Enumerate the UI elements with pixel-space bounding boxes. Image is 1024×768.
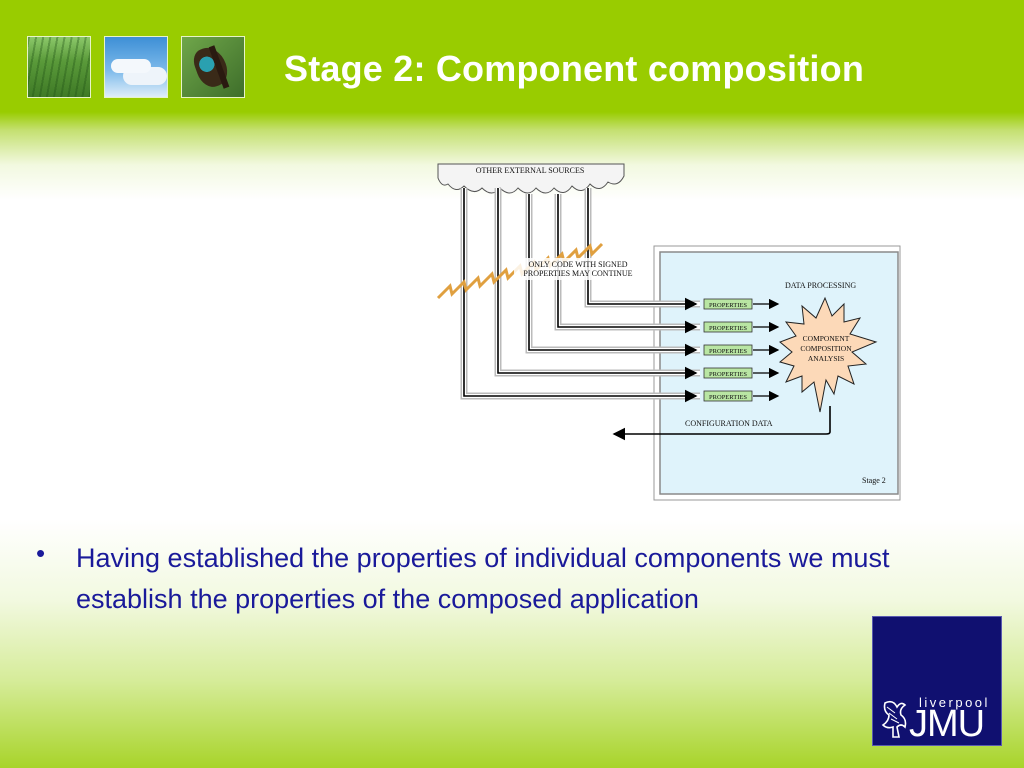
property-tag-5: [703, 390, 753, 402]
property-tag-1: [703, 298, 753, 310]
sky-photo-thumbnail: [104, 36, 168, 98]
cloud-label: OTHER EXTERNAL SOURCES: [476, 166, 585, 175]
configuration-output-arrow: [612, 406, 831, 441]
pipe-2: [557, 194, 698, 334]
bullet-dot-icon: •: [36, 538, 46, 568]
filter-label-box: [514, 258, 642, 280]
filter-label-line2: PROPERTIES MAY CONTINUE: [523, 269, 632, 278]
property-tag-5-label: PROPERTIES: [709, 394, 747, 401]
slide-title: Stage 2: Component composition: [284, 48, 865, 89]
logo-jmu-text: JMU: [909, 703, 985, 745]
property-tag-3: [703, 344, 753, 356]
analysis-line1: COMPONENT: [803, 334, 850, 343]
configuration-data-label: CONFIGURATION DATA: [685, 419, 773, 428]
liver-bird-icon: [881, 700, 907, 738]
composition-analysis-burst: [778, 296, 878, 413]
data-processing-label: DATA PROCESSING: [785, 281, 856, 290]
bullet-text: Having established the properties of ind…: [76, 543, 890, 614]
logo-liverpool-text: liverpool: [919, 695, 990, 710]
external-sources-cloud: [437, 163, 625, 194]
pipe-4: [497, 188, 698, 380]
property-tag-1-label: PROPERTIES: [709, 302, 747, 309]
stage-label: Stage 2: [862, 476, 886, 485]
filter-label-line1: ONLY CODE WITH SIGNED: [529, 260, 628, 269]
grass-photo-thumbnail: [27, 36, 91, 98]
analysis-line3: ANALYSIS: [808, 354, 844, 363]
diagram-svg: OTHER EXTERNAL SOURCES: [436, 163, 901, 501]
pipe-1: [587, 188, 698, 311]
ljmu-logo: liverpool JMU: [872, 616, 1002, 746]
analysis-line2: COMPOSITION: [800, 344, 852, 353]
bullet-point: • Having established the properties of i…: [36, 538, 976, 620]
property-tag-4-label: PROPERTIES: [709, 371, 747, 378]
pipe-5: [463, 188, 698, 403]
property-tag-2-label: PROPERTIES: [709, 325, 747, 332]
pipe-3: [528, 194, 698, 357]
property-tag-2: [703, 321, 753, 333]
property-tag-3-label: PROPERTIES: [709, 348, 747, 355]
component-composition-diagram: OTHER EXTERNAL SOURCES: [430, 158, 906, 508]
butterfly-photo-thumbnail: [181, 36, 245, 98]
property-tag-4: [703, 367, 753, 379]
